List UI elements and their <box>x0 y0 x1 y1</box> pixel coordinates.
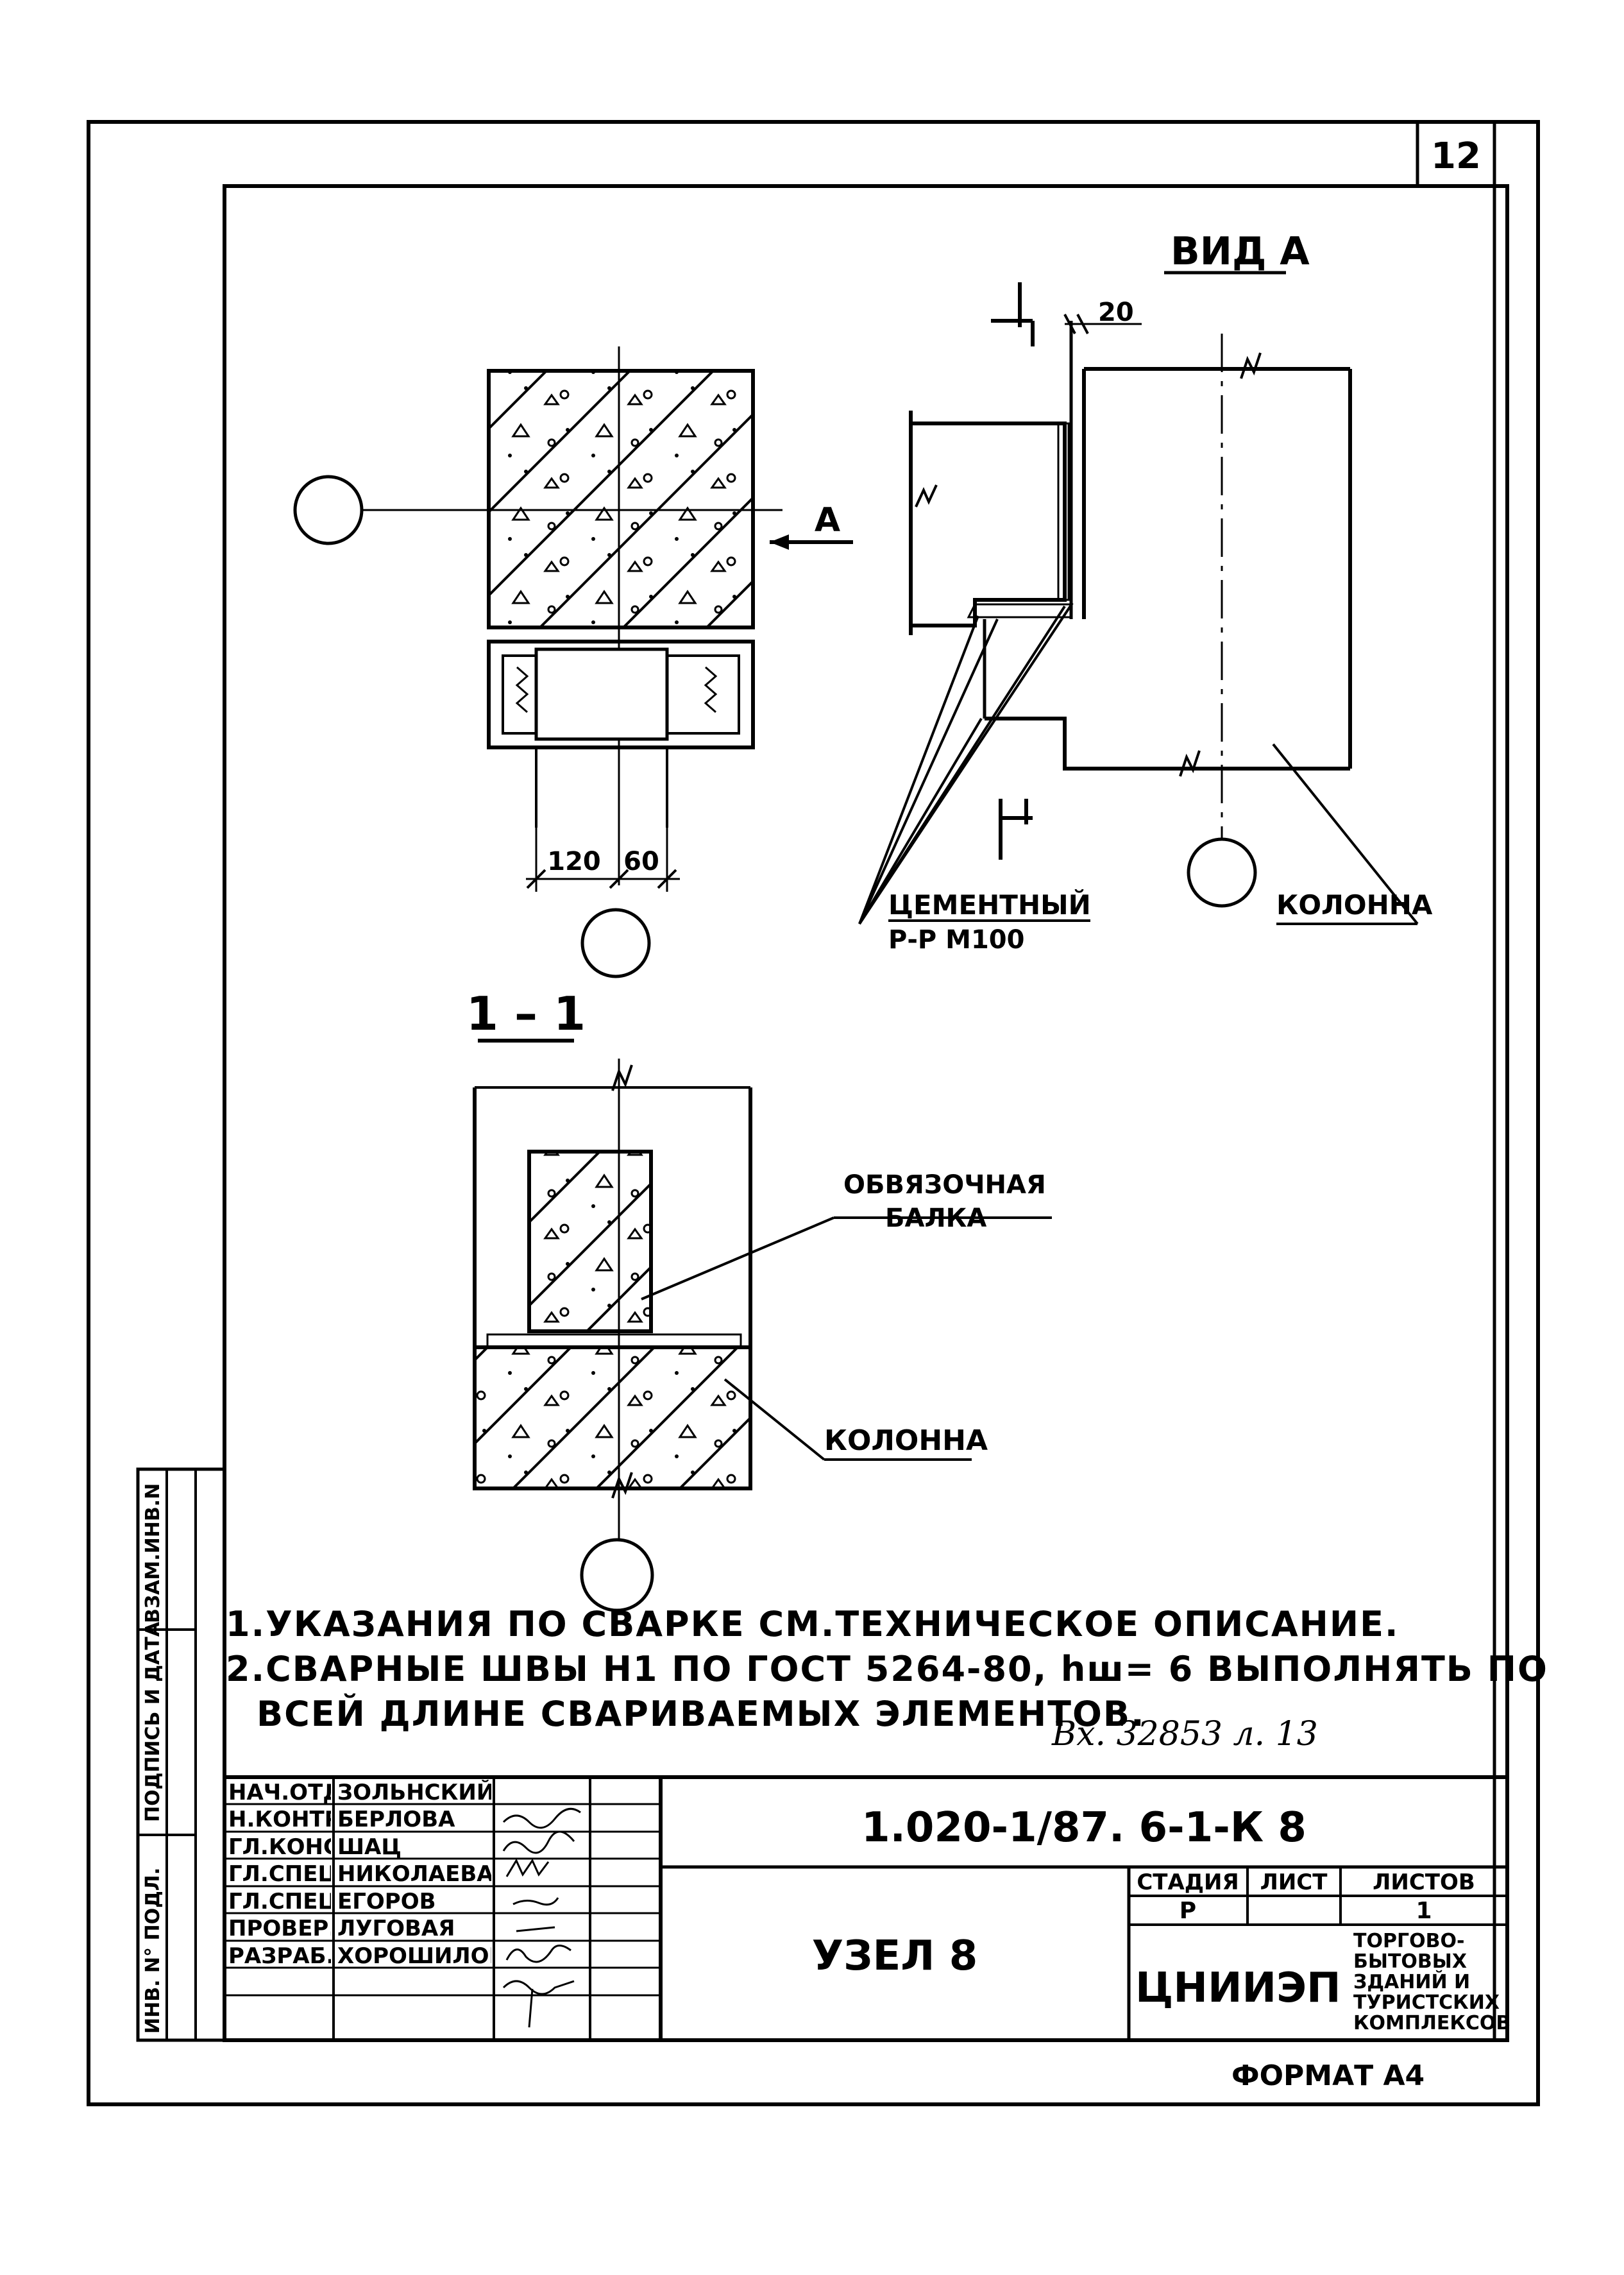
role-1: Н.КОНТР. <box>228 1807 331 1832</box>
inbound-note: Вх. 32853 л. 13 <box>1051 1715 1318 1753</box>
org-sub-1: БЫТОВЫХ <box>1353 1950 1467 1973</box>
role-6: РАЗРАБ. <box>228 1943 331 1969</box>
side-stamp: ИНВ. N° ПОДЛ. ПОДПИСЬ И ДАТА ВЗАМ.ИНВ.N <box>136 1467 226 2042</box>
format-label: ФОРМАТ А4 <box>1231 2059 1425 2092</box>
org-sub-4: КОМПЛЕКСОВ <box>1353 2012 1511 2034</box>
role-4: ГЛ.СПЕЦ. <box>228 1889 331 1914</box>
dim-120: 120 <box>547 847 601 876</box>
axis-bubble-left <box>293 475 364 545</box>
drawing-title: УЗЕЛ 8 <box>812 1932 978 1980</box>
stamp-col3: ВЗАМ.ИНВ.N <box>142 1483 164 1623</box>
note-3: ВСЕЙ ДЛИНЕ СВАРИВАЕМЫХ ЭЛЕМЕНТОВ. <box>257 1694 1146 1734</box>
inner-frame <box>223 184 1509 2042</box>
name-6: ХОРОШИЛОВА <box>337 1943 491 1969</box>
column-section <box>473 1345 752 1490</box>
name-5: ЛУГОВАЯ <box>337 1916 455 1941</box>
tie-beam <box>527 1150 653 1333</box>
stage-value: Р <box>1180 1898 1196 1924</box>
label-cement: ЦЕМЕНТНЫЙ <box>888 889 1091 921</box>
dim-20: 20 <box>1098 298 1134 327</box>
signatures <box>502 1807 581 2028</box>
dim-60: 60 <box>623 847 659 876</box>
page-number: 12 <box>1431 135 1481 177</box>
note-1: 1.УКАЗАНИЯ ПО СВАРКЕ СМ.ТЕХНИЧЕСКОЕ ОПИС… <box>226 1604 1400 1644</box>
org-subtitle: ТОРГОВО- БЫТОВЫХ ЗДАНИЙ И ТУРИСТСКИХ КОМ… <box>1353 1930 1511 2034</box>
stage-header: СТАДИЯ <box>1137 1870 1239 1895</box>
org-sub-2: ЗДАНИЙ И <box>1353 1971 1471 1993</box>
name-0: ЗОЛЬНСКИЙ <box>337 1780 491 1805</box>
label-beam-1: ОБВЯЗОЧНАЯ <box>843 1170 1046 1200</box>
role-5: ПРОВЕР. <box>228 1916 331 1941</box>
label-column-view-a: КОЛОННА <box>1276 889 1433 921</box>
name-3: НИКОЛАЕВА <box>337 1861 491 1887</box>
org-sub-3: ТУРИСТСКИХ <box>1353 1991 1500 2014</box>
role-2: ГЛ.КОНСТ. <box>228 1834 331 1860</box>
label-column-section: КОЛОННА <box>824 1424 988 1457</box>
axis-bubble-view-a <box>1187 837 1257 908</box>
sheets-value: 1 <box>1416 1898 1432 1924</box>
plan-concrete-block <box>487 369 755 629</box>
role-0: НАЧ.ОТД. <box>228 1780 331 1805</box>
org-name: ЦНИИЭП <box>1135 1964 1341 2012</box>
title-block-grid <box>224 1775 1507 2040</box>
axis-bubble-bottom <box>580 908 651 978</box>
name-2: ШАЦ <box>337 1834 402 1860</box>
role-3: ГЛ.СПЕЦ. <box>228 1861 331 1887</box>
section-1-1: 1 – 1 ОБВЯЗОЧНАЯ БАЛКА КОЛОННА <box>466 987 1052 1612</box>
view-a: ВИД А 20 ЦЕМ <box>858 229 1433 955</box>
sheets-header: ЛИСТОВ <box>1373 1870 1475 1895</box>
org-sub-0: ТОРГОВО- <box>1353 1930 1465 1952</box>
doc-code: 1.020-1/87. 6-1-К 8 <box>861 1804 1307 1852</box>
section-title: 1 – 1 <box>466 987 586 1041</box>
stamp-col2: ПОДПИСЬ И ДАТА <box>142 1621 164 1822</box>
note-2: 2.СВАРНЫЕ ШВЫ Н1 ПО ГОСТ 5264-80, hш= 6 … <box>226 1649 1548 1689</box>
outer-border <box>87 120 1540 2106</box>
axis-bubble-section <box>580 1538 654 1612</box>
name-4: ЕГОРОВ <box>337 1889 436 1914</box>
sheet-header: ЛИСТ <box>1260 1870 1328 1895</box>
plan-view: 120 60 А <box>293 346 853 978</box>
view-arrow-label: А <box>815 501 840 540</box>
label-mortar: Р-Р М100 <box>888 925 1024 955</box>
stamp-col1: ИНВ. N° ПОДЛ. <box>142 1868 164 2034</box>
name-1: БЕРЛОВА <box>337 1807 455 1832</box>
view-a-title: ВИД А <box>1171 229 1310 274</box>
